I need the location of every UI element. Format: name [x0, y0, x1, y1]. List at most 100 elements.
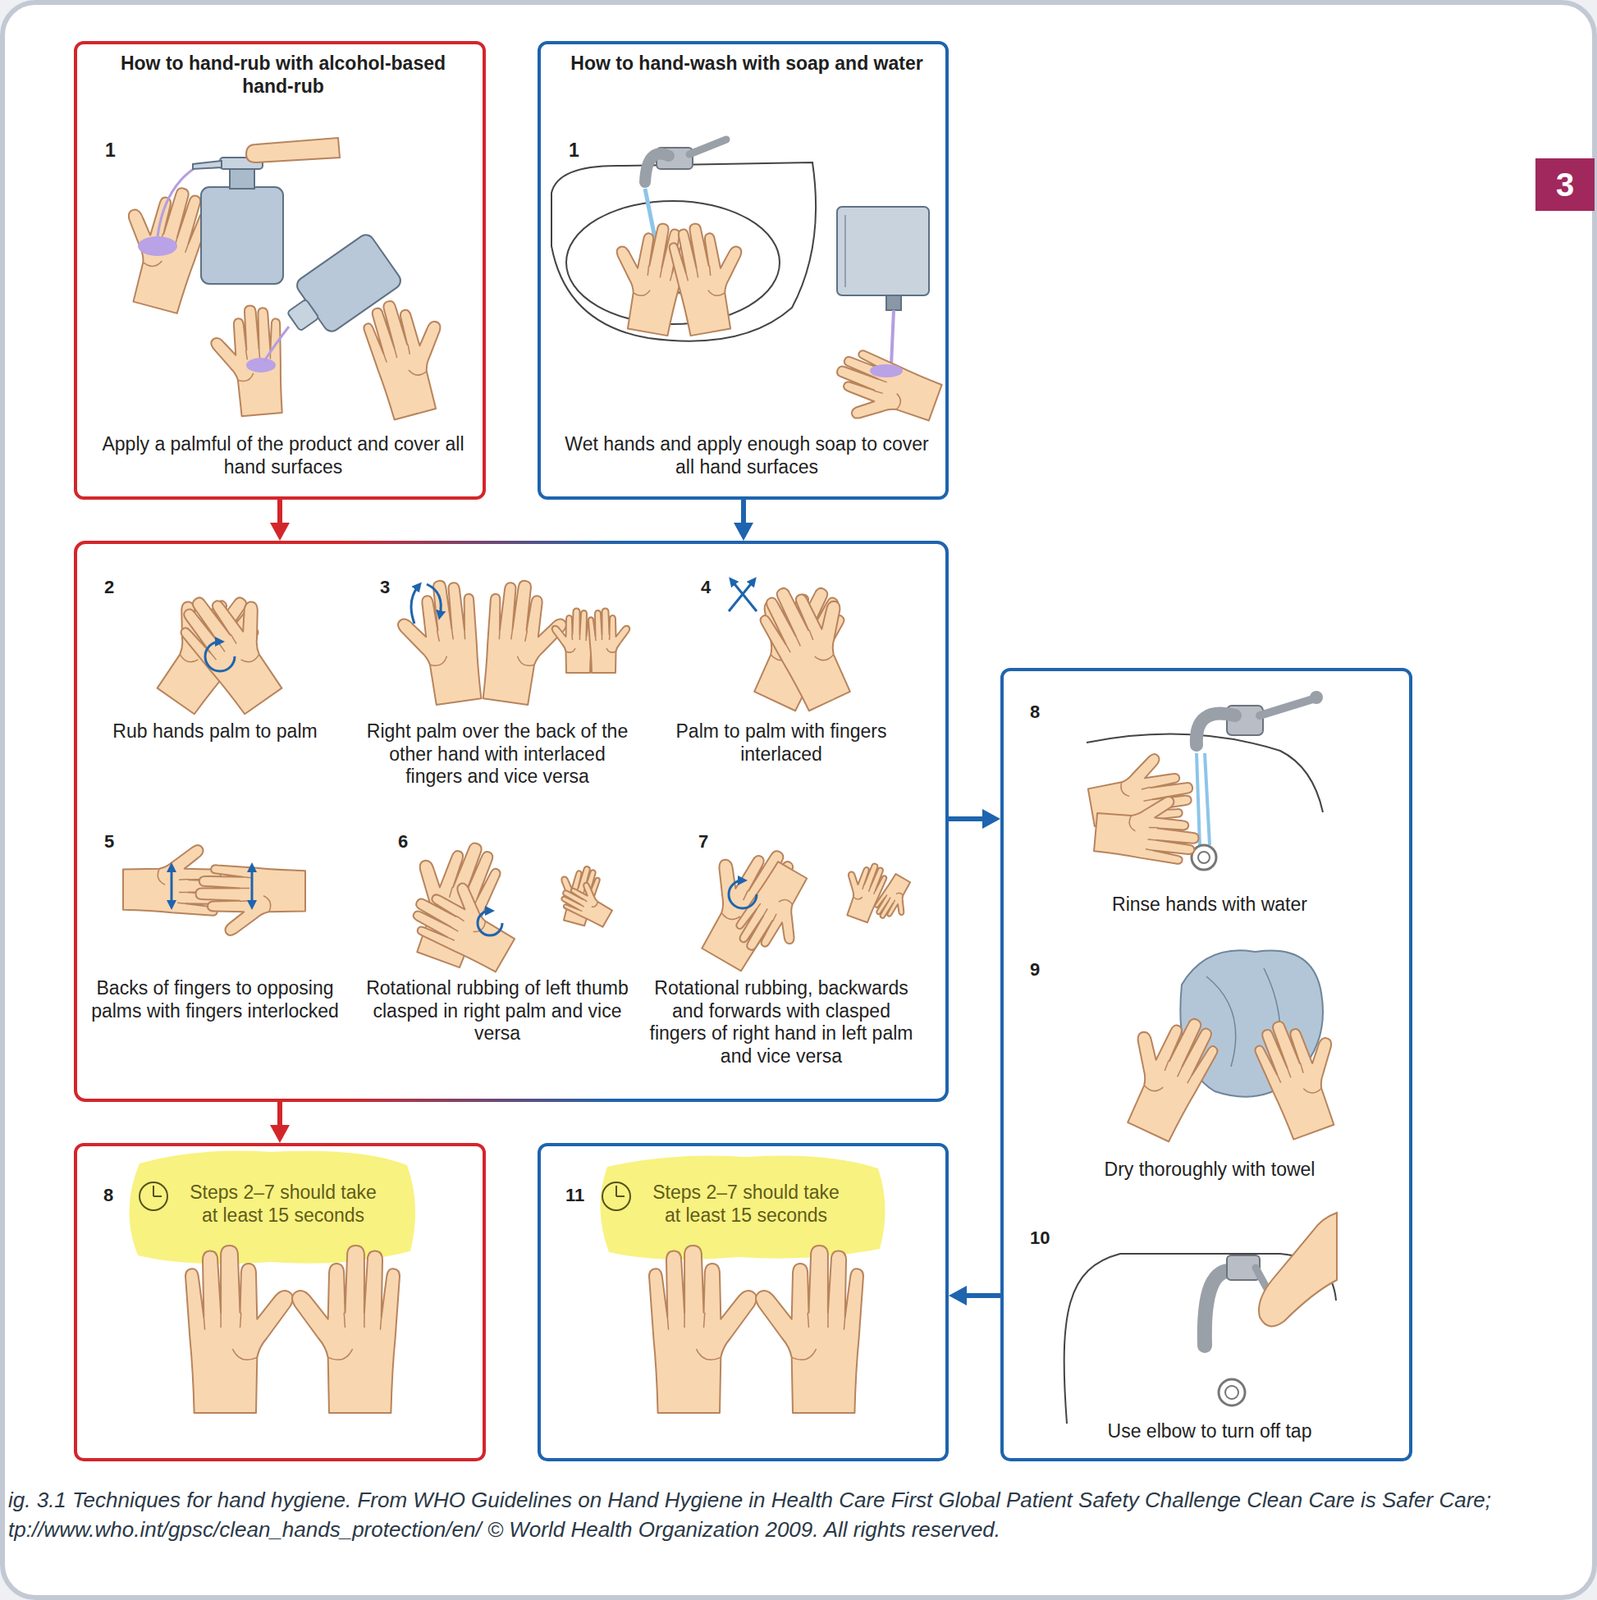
soap-dispenser [837, 206, 929, 296]
step-number: 3 [379, 576, 417, 599]
flow-arrow [948, 816, 984, 822]
tap-spout [1196, 713, 1236, 746]
step-hand-small [871, 873, 920, 927]
step-hand [751, 569, 875, 714]
sink-drain [1191, 845, 1217, 870]
receiving-hand [208, 302, 289, 418]
sink [551, 162, 816, 342]
step-hand [403, 867, 527, 977]
motion-arrow [732, 581, 757, 612]
soap-stream [891, 310, 894, 366]
clock-hands [153, 1185, 162, 1197]
elbow-arm [1258, 1212, 1337, 1327]
step-number: 1 [105, 139, 142, 163]
box-heading: How to hand-wash with soap and water [561, 52, 933, 76]
pressing-finger [246, 137, 340, 163]
drying-hand [1248, 1006, 1359, 1142]
tap-lever-knob [1309, 690, 1323, 705]
sink-drain [1218, 1379, 1245, 1406]
gel-stream [157, 168, 195, 237]
clean-hand [185, 1245, 293, 1414]
highlight [128, 1151, 416, 1265]
box-heading: How to hand-rub with alcohol-based hand-… [97, 52, 469, 98]
step-instruction: Dry thoroughly with towel [1029, 1158, 1391, 1182]
step-number: 7 [698, 831, 735, 853]
step-hand-small [556, 874, 618, 929]
step-number: 9 [1029, 959, 1067, 981]
box-border [75, 542, 948, 1101]
timing-note: Steps 2–7 should take at least 15 second… [643, 1181, 849, 1227]
pump-neck [229, 168, 255, 189]
step-number: 1 [568, 139, 605, 163]
flow-arrow [277, 499, 283, 525]
drying-hand [1102, 1000, 1227, 1145]
pump-nozzle [192, 160, 222, 170]
step-instruction: Backs of fingers to opposing palms with … [87, 977, 343, 1023]
step-number: 11 [565, 1185, 602, 1207]
connectors [279, 499, 1001, 1296]
step-instruction: Rinse hands with water [1029, 893, 1391, 917]
clean-hand [755, 1245, 864, 1414]
clock-hands [616, 1185, 625, 1197]
motion-arrow [426, 584, 441, 616]
rinsing-hand [1093, 791, 1202, 866]
highlight [599, 1156, 885, 1260]
timing-note: Steps 2–7 should take at least 15 second… [180, 1181, 386, 1227]
step-number: 10 [1029, 1227, 1067, 1250]
pump-bottle [201, 187, 284, 284]
figure-caption: ig. 3.1 Techniques for hand hygiene. Fro… [8, 1485, 1584, 1546]
method-box: How to hand-rub with alcohol-based hand-… [73, 41, 486, 500]
flow-arrow [277, 1102, 283, 1127]
motion-arrow [205, 641, 235, 672]
step-number: 4 [700, 576, 737, 599]
gel-stream [264, 326, 289, 362]
chapter-tab [1535, 158, 1595, 211]
finish-box: 8 Steps 2–7 should take at least 15 secon… [73, 1143, 486, 1462]
soap-hand [823, 344, 944, 443]
step-instruction: Apply a palmful of the product and cover… [97, 433, 469, 479]
step-number: 6 [398, 831, 435, 853]
step-instruction: Right palm over the back of the other ha… [361, 720, 633, 789]
cupped-hand [107, 176, 216, 316]
motion-arrow [170, 867, 174, 906]
step-instruction: Rub hands palm to palm [87, 720, 343, 744]
hand-rub-gel [137, 236, 178, 257]
wet-hand [666, 216, 755, 337]
step-hand-small [552, 608, 594, 674]
step-number: 8 [103, 1185, 140, 1207]
step-hand [476, 576, 572, 710]
dispenser-edge [844, 215, 847, 288]
step-hand [392, 576, 488, 710]
clean-hand [649, 1245, 757, 1414]
step-number: 5 [104, 831, 141, 853]
step-number: 2 [104, 576, 141, 599]
step-hand [728, 859, 824, 966]
motion-arrow [411, 585, 419, 624]
step-number: 8 [1029, 701, 1067, 723]
dispenser-nozzle [886, 295, 902, 311]
step-instruction: Wet hands and apply enough soap to cover… [561, 433, 933, 479]
flow-arrow [741, 499, 746, 525]
wash-steps-box: 8Rinse hands with water 9Dry thoroughly w… [1000, 668, 1413, 1462]
tap-lever [1259, 699, 1314, 716]
step-instruction: Palm to palm with fingers interlaced [645, 720, 917, 766]
water-stream [1196, 753, 1210, 847]
method-box: How to hand-wash with soap and water 1Wet… [537, 41, 949, 500]
flow-arrow [965, 1293, 1001, 1299]
step-hand-small [588, 608, 630, 674]
step-instruction: Rotational rubbing, backwards and forwar… [645, 977, 917, 1068]
step-instruction: Rotational rubbing of left thumb clasped… [361, 977, 633, 1046]
tap-spout [645, 153, 669, 183]
sink-drain [1198, 851, 1210, 864]
step-hand [196, 864, 306, 936]
clock-icon [139, 1182, 168, 1211]
finish-box: 11 Steps 2–7 should take at least 15 seco… [537, 1143, 949, 1462]
motion-arrow [728, 581, 754, 612]
clean-hand [292, 1245, 400, 1414]
tap-spout [1204, 1271, 1236, 1346]
holding-hand [358, 289, 461, 421]
